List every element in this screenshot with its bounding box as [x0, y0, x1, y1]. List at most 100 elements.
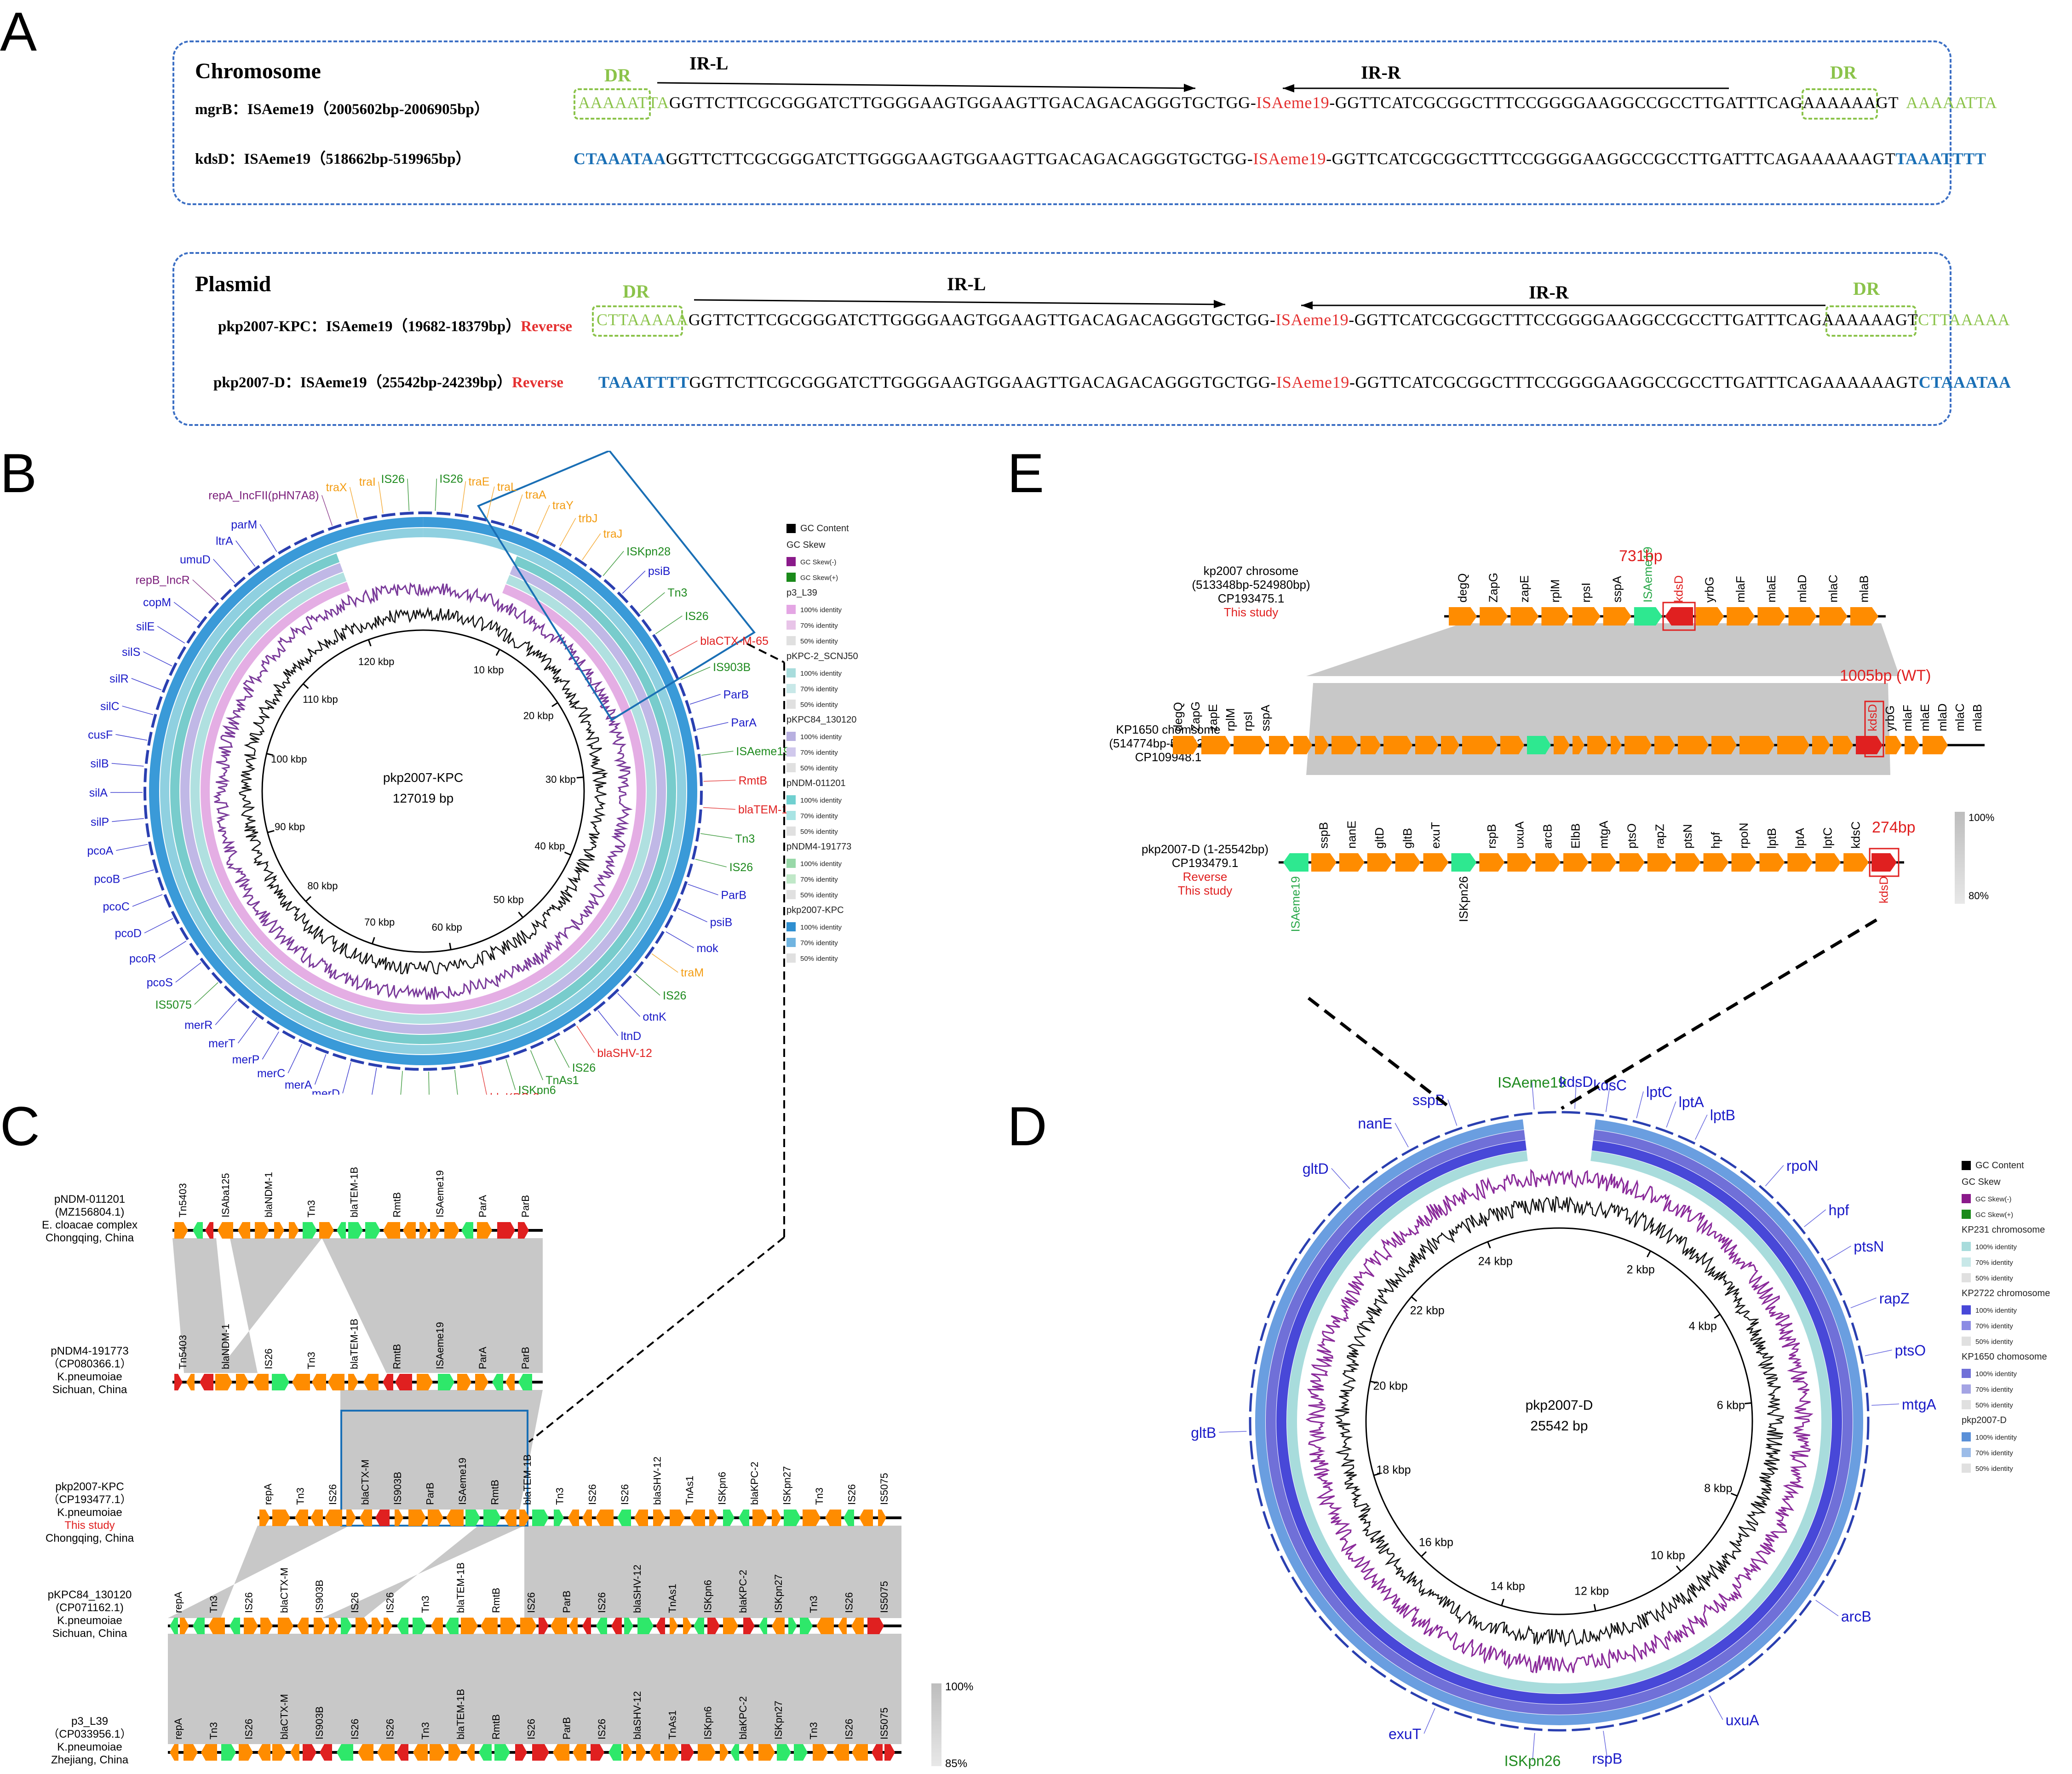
plasmid-box: Plasmid IR-L IR-R DR DR pkp2007-KPC：ISAe…	[172, 252, 2011, 426]
gene-arrow	[519, 1510, 529, 1526]
scale-bar	[1955, 812, 1965, 904]
gene-arrow	[1885, 736, 1902, 754]
gene-arrow	[1283, 853, 1309, 872]
gene-label: IS26	[619, 1484, 631, 1505]
track-name: pKPC84_130120	[48, 1589, 132, 1601]
track-name: p3_L39	[71, 1715, 108, 1728]
gene-arrow	[1619, 853, 1645, 872]
gene-arrow	[636, 1744, 646, 1761]
dr-box-right	[1802, 88, 1878, 120]
label-leader	[666, 931, 694, 948]
gene-arrow	[274, 1222, 284, 1239]
gene-arrow	[448, 1744, 461, 1761]
gc-content-track	[239, 606, 608, 975]
label-leader	[669, 640, 698, 657]
gene-label: pcoB	[94, 873, 120, 886]
gene-arrow	[739, 1510, 749, 1526]
gene-arrow	[239, 1744, 253, 1761]
legend-item: 50% identity	[1975, 1275, 2013, 1282]
ring-pndm4	[160, 528, 686, 1054]
legend-item: 100% identity	[800, 670, 842, 677]
gene-label: Tn3	[305, 1200, 317, 1217]
track-accession: (MZ156804.1)	[55, 1206, 125, 1218]
gene-arrow	[532, 1744, 549, 1761]
pkp2007-d-label: pkp2007-D：ISAeme19（25542bp-24239bp）Rever…	[213, 374, 563, 391]
gene-label: kdsD	[1877, 876, 1891, 903]
gene-arrow	[505, 1374, 515, 1390]
legend-swatch	[786, 747, 796, 757]
tick-label: 12 kbp	[1574, 1585, 1609, 1597]
tick-mark	[1593, 1604, 1596, 1611]
legend-heading: pkp2007-KPC	[786, 905, 844, 915]
scale-top-label: 100%	[945, 1681, 973, 1693]
row1-acc: CP193475.1	[1218, 591, 1285, 605]
legend-heading: KP2722 chromosome	[1962, 1288, 2050, 1298]
gene-label: ISKpn6	[702, 1706, 713, 1740]
panel-label-e: E	[1007, 442, 1045, 504]
gc-skew-track	[1305, 1169, 1814, 1673]
gene-label: rpsI	[1579, 583, 1593, 603]
gene-label: mtgA	[1902, 1396, 1936, 1412]
gene-label: blaTEM-1B	[455, 1689, 466, 1740]
gene-arrow	[329, 1618, 339, 1634]
legend-item: 70% identity	[800, 876, 838, 884]
gene-arrow	[551, 1618, 567, 1634]
tick-label: 22 kbp	[1410, 1304, 1445, 1317]
legend-heading: pKPC84_130120	[786, 715, 856, 725]
gene-label: ISAeme19	[1498, 1076, 1566, 1091]
gene-label: blaSHV-12	[597, 1047, 652, 1060]
gene-label: traE	[469, 475, 490, 488]
gene-arrow	[314, 1618, 326, 1634]
label-leader	[235, 540, 256, 567]
label-leader	[1765, 1165, 1784, 1187]
gene-arrow	[596, 1618, 607, 1634]
gene-arrow	[348, 1374, 358, 1390]
gene-label: ptsN	[1854, 1238, 1884, 1255]
kdsd-sequence: CTAAATAAGGTTCTTCGCGGGATCTTGGGGAAGTGGAAGT…	[574, 149, 1986, 168]
label-leader	[480, 1065, 487, 1095]
label-leader	[1532, 1733, 1535, 1761]
label-leader	[536, 505, 550, 535]
synteny-band	[322, 1238, 543, 1373]
dr-label-left: DR	[604, 65, 631, 86]
track-place: Sichuan, China	[52, 1627, 127, 1640]
gene-arrow	[1554, 736, 1570, 754]
gene-arrow	[1711, 736, 1737, 754]
legend-item: 100% identity	[800, 860, 842, 868]
gene-label: rpsI	[1241, 712, 1255, 731]
track-place: Zhejiang, China	[51, 1754, 129, 1766]
gene-label: kdsC	[1593, 1077, 1627, 1093]
gene-arrow	[358, 1744, 373, 1761]
gene-arrow	[1339, 853, 1365, 872]
gene-label: pcoC	[103, 901, 130, 913]
gene-label: mlaB	[1970, 704, 1984, 731]
label-leader	[262, 1031, 279, 1060]
gene-arrow	[833, 1744, 849, 1761]
gene-arrow	[319, 1222, 334, 1239]
gene-arrow	[497, 1222, 515, 1239]
gene-label: mlaE	[1918, 704, 1932, 731]
gene-arrow	[174, 1222, 188, 1239]
gene-arrow	[1591, 853, 1617, 872]
gene-arrow	[259, 1510, 270, 1526]
label-leader	[194, 982, 218, 1005]
track-host: K.pneumoiae	[57, 1741, 122, 1753]
gene-arrow	[272, 1374, 289, 1390]
gene-label: ParB	[561, 1717, 572, 1740]
gene-arrow	[1293, 736, 1312, 754]
gene-label: ISKpn28	[626, 545, 671, 558]
gene-arrow	[743, 1744, 753, 1761]
row3-reverse: Reverse	[1183, 870, 1228, 884]
gene-arrow	[218, 1222, 233, 1239]
gene-arrow	[759, 1618, 767, 1634]
gene-label: lptB	[1765, 828, 1779, 849]
gene-label: ISKpn27	[781, 1466, 792, 1505]
gene-arrow	[431, 1618, 443, 1634]
gene-label: IS903B	[314, 1580, 325, 1613]
gene-label: ParB	[561, 1590, 572, 1613]
legend-item: 70% identity	[800, 939, 838, 947]
gene-label: merE	[341, 1094, 368, 1095]
legend-heading: KP1650 chomosome	[1962, 1352, 2047, 1362]
tick-label: 6 kbp	[1717, 1399, 1745, 1412]
gene-label: blaKPC-2	[737, 1696, 749, 1740]
